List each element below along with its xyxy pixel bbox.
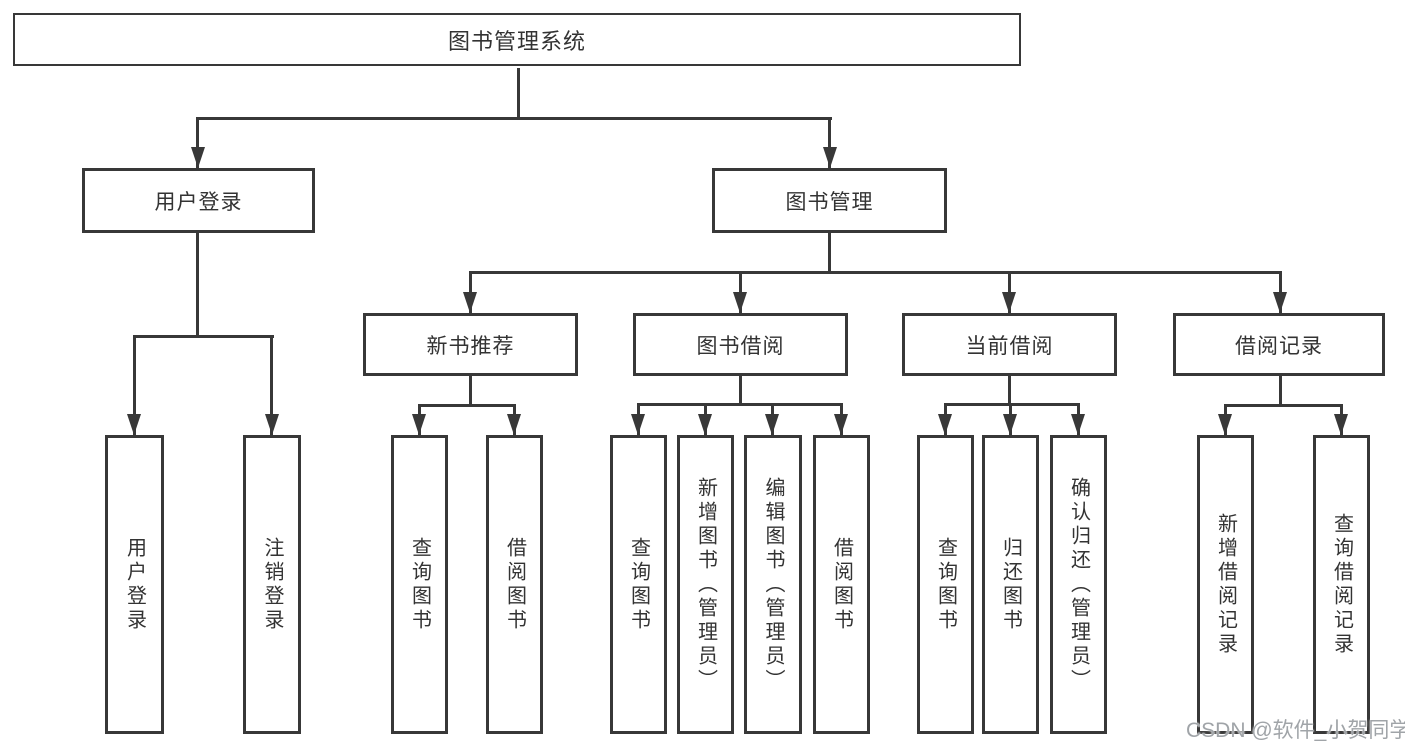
connector-stem-book-mgmt bbox=[828, 117, 831, 168]
node-label: 用户登录 bbox=[154, 190, 243, 214]
leaf-query-borrow-record: 查询借阅记录 bbox=[1313, 435, 1370, 734]
leaf-query-books-borrowing: 查询图书 bbox=[610, 435, 667, 734]
arrow-down-icon bbox=[1218, 414, 1232, 435]
connector-root-trunk bbox=[517, 68, 520, 119]
connector-stem-user-login bbox=[196, 117, 199, 168]
arrow-down-icon bbox=[733, 292, 747, 313]
leaf-label: 编辑图书（管理员） bbox=[762, 476, 784, 693]
arrow-down-icon bbox=[1003, 414, 1017, 435]
connector-new-rec-trunk bbox=[469, 376, 472, 407]
node-label: 当前借阅 bbox=[965, 334, 1054, 358]
connector-level2-rail bbox=[196, 117, 832, 120]
leaf-label: 查询图书 bbox=[934, 536, 957, 633]
arrow-down-icon bbox=[507, 414, 521, 435]
leaf-label: 用户登录 bbox=[123, 536, 146, 633]
node-label: 借阅记录 bbox=[1235, 334, 1323, 358]
connector-stem-leaf bbox=[133, 335, 136, 435]
leaf-label: 借阅图书 bbox=[503, 536, 526, 633]
leaf-label: 确认归还（管理员） bbox=[1067, 476, 1090, 693]
leaf-query-books-current: 查询图书 bbox=[917, 435, 974, 734]
arrow-down-icon bbox=[1273, 292, 1287, 313]
leaf-label: 查询图书 bbox=[408, 536, 431, 633]
arrow-down-icon bbox=[823, 147, 837, 168]
leaf-label: 查询借阅记录 bbox=[1330, 512, 1353, 657]
leaf-add-book-admin: 新增图书（管理员） bbox=[677, 435, 734, 734]
leaf-label: 归还图书 bbox=[999, 536, 1022, 633]
connector-records-rail bbox=[1224, 404, 1343, 407]
leaf-label: 新增图书（管理员） bbox=[694, 476, 717, 693]
leaf-return-book: 归还图书 bbox=[982, 435, 1039, 734]
arrow-down-icon bbox=[1334, 414, 1348, 435]
leaf-label: 新增借阅记录 bbox=[1214, 512, 1237, 657]
arrow-down-icon bbox=[834, 414, 848, 435]
connector-new-rec-rail bbox=[418, 404, 516, 407]
arrow-down-icon bbox=[463, 292, 477, 313]
leaf-add-borrow-record: 新增借阅记录 bbox=[1197, 435, 1254, 734]
connector-book-mgmt-trunk bbox=[828, 233, 831, 274]
leaf-confirm-return-admin: 确认归还（管理员） bbox=[1050, 435, 1107, 734]
connector-stem-leaf bbox=[270, 335, 273, 435]
node-book-borrowing: 图书借阅 bbox=[633, 313, 848, 376]
node-label: 图书管理系统 bbox=[447, 28, 586, 54]
arrow-down-icon bbox=[191, 147, 205, 168]
arrow-down-icon bbox=[1071, 414, 1085, 435]
node-current-borrowing: 当前借阅 bbox=[902, 313, 1117, 376]
leaf-label: 查询图书 bbox=[627, 536, 650, 633]
arrow-down-icon bbox=[765, 414, 779, 435]
connector-current-rail bbox=[944, 403, 1080, 406]
arrow-down-icon bbox=[938, 414, 952, 435]
node-new-book-recommend: 新书推荐 bbox=[363, 313, 578, 376]
node-user-login: 用户登录 bbox=[82, 168, 315, 233]
leaf-label: 借阅图书 bbox=[830, 536, 853, 633]
connector-user-login-trunk bbox=[196, 233, 199, 338]
leaf-edit-book-admin: 编辑图书（管理员） bbox=[744, 435, 802, 734]
leaf-borrow-books: 借阅图书 bbox=[813, 435, 870, 734]
csdn-watermark: CSDN @软件_小贺同学 bbox=[1186, 719, 1405, 742]
node-label: 图书管理 bbox=[785, 190, 874, 214]
arrow-down-icon bbox=[631, 414, 645, 435]
connector-borrow-rail bbox=[637, 403, 843, 406]
connector-records-trunk bbox=[1279, 376, 1282, 407]
arrow-down-icon bbox=[412, 414, 426, 435]
node-borrowing-records: 借阅记录 bbox=[1173, 313, 1385, 376]
node-library-management-system: 图书管理系统 bbox=[13, 13, 1021, 66]
leaf-borrow-books-recommend: 借阅图书 bbox=[486, 435, 543, 734]
leaf-logout: 注销登录 bbox=[243, 435, 301, 734]
connector-borrow-trunk bbox=[739, 376, 742, 406]
arrow-down-icon bbox=[265, 414, 279, 435]
connector-user-login-rail bbox=[133, 335, 274, 338]
leaf-user-login: 用户登录 bbox=[105, 435, 164, 734]
node-label: 新书推荐 bbox=[426, 334, 515, 358]
arrow-down-icon bbox=[1002, 292, 1016, 313]
leaf-query-books-recommend: 查询图书 bbox=[391, 435, 448, 734]
connector-current-trunk bbox=[1008, 376, 1011, 406]
node-book-management: 图书管理 bbox=[712, 168, 947, 233]
leaf-label: 注销登录 bbox=[261, 536, 283, 633]
node-label: 图书借阅 bbox=[696, 334, 785, 358]
connector-level3-rail bbox=[469, 271, 1282, 274]
arrow-down-icon bbox=[698, 414, 712, 435]
arrow-down-icon bbox=[127, 414, 141, 435]
